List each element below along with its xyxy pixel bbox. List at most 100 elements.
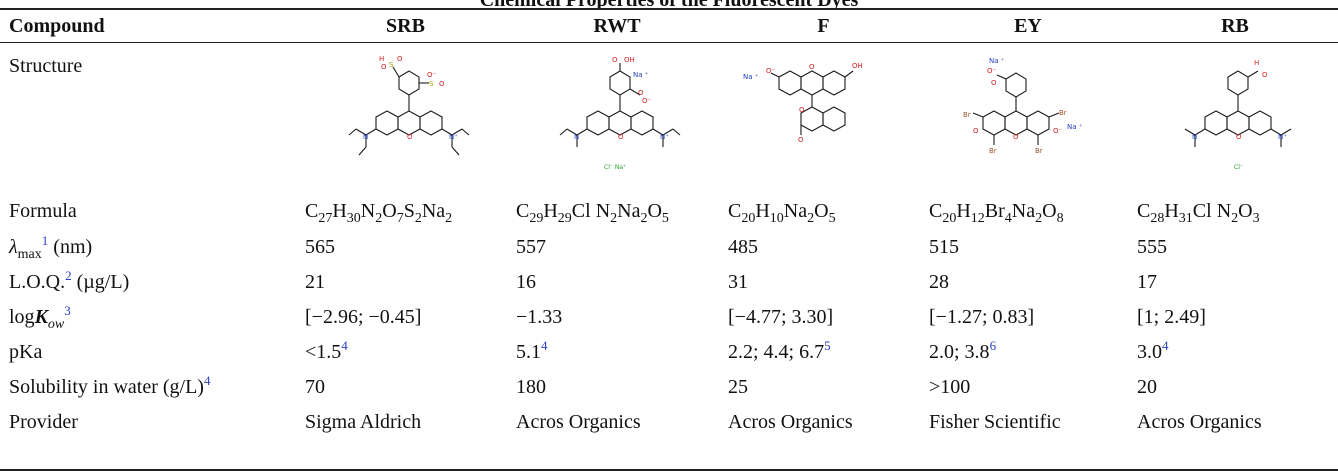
formula-element: Cl N xyxy=(1192,200,1232,222)
formula-subscript: 12 xyxy=(970,211,985,226)
svg-text:O⁻: O⁻ xyxy=(987,67,997,75)
svg-text:N⁺: N⁺ xyxy=(1278,133,1287,141)
lambda-f: 485 xyxy=(728,236,758,258)
pka-f: 2.2; 4.4; 6.75 xyxy=(728,338,831,363)
formula-subscript: 5 xyxy=(828,211,836,226)
loq-rwt: 16 xyxy=(516,271,536,293)
svg-text:O: O xyxy=(799,106,805,114)
formula-subscript: 30 xyxy=(346,211,361,226)
svg-text:O: O xyxy=(397,55,403,63)
pka-ey: 2.0; 3.86 xyxy=(929,338,997,363)
formula-element: Cl N xyxy=(571,200,611,222)
formula-element: Na xyxy=(421,200,446,222)
formula-element: Na xyxy=(783,200,808,222)
formula-rwt: C29H29Cl N2Na2O5 xyxy=(511,193,723,233)
formula-subscript: 2 xyxy=(1231,211,1239,226)
label-structure: Structure xyxy=(9,55,83,77)
loq-rb: 17 xyxy=(1137,271,1157,293)
solubility-f: 25 xyxy=(728,376,748,398)
svg-text:O⁻: O⁻ xyxy=(766,67,776,75)
svg-text:Na ⁺: Na ⁺ xyxy=(743,73,759,81)
formula-element: C xyxy=(516,200,530,222)
svg-text:Br: Br xyxy=(1035,147,1043,155)
svg-text:Br: Br xyxy=(1059,109,1067,117)
svg-text:H: H xyxy=(1254,59,1259,67)
svg-text:OH: OH xyxy=(624,56,635,64)
pka-srb: <1.54 xyxy=(305,338,348,363)
formula-element: C xyxy=(728,200,742,222)
svg-text:N: N xyxy=(1192,133,1197,141)
svg-text:N⁺: N⁺ xyxy=(660,133,669,141)
formula-subscript: 2 xyxy=(1035,211,1043,226)
svg-text:O⁻: O⁻ xyxy=(1053,127,1063,135)
formula-element: O xyxy=(647,200,662,222)
structure-rwt-image: O OH Na ⁺ O O⁻ O N N⁺ Cl⁻ Na⁺ xyxy=(559,56,681,171)
provider-f: Acros Organics xyxy=(728,411,853,433)
svg-text:O: O xyxy=(618,133,624,141)
formula-subscript: 7 xyxy=(396,211,404,226)
formula-element: C xyxy=(1137,200,1151,222)
svg-text:N⁺: N⁺ xyxy=(449,133,458,141)
row-pka: pKa <1.54 5.14 2.2; 4.4; 6.75 2.0; 3.86 … xyxy=(0,338,1338,373)
formula-element: H xyxy=(332,200,347,222)
formula-subscript: 28 xyxy=(1150,211,1165,226)
formula-element: O xyxy=(1238,200,1253,222)
svg-text:O⁻: O⁻ xyxy=(642,97,652,105)
svg-text:N: N xyxy=(574,133,579,141)
logkow-rb: [1; 2.49] xyxy=(1137,306,1206,328)
formula-subscript: 3 xyxy=(1252,211,1260,226)
footnote-3: 3 xyxy=(64,303,71,318)
formula-subscript: 2 xyxy=(375,211,383,226)
svg-text:Cl⁻ Na⁺: Cl⁻ Na⁺ xyxy=(604,164,626,171)
footnote-1: 1 xyxy=(41,233,49,248)
svg-text:Br: Br xyxy=(963,111,971,119)
formula-element: S xyxy=(403,200,415,222)
header-row: Compound SRB RWT F EY RB xyxy=(0,10,1338,42)
svg-text:O: O xyxy=(1262,71,1268,79)
structure-f: Na ⁺ O⁻ O OH O O xyxy=(723,42,924,193)
row-structure: Structure xyxy=(0,42,1338,193)
pka-rb: 3.04 xyxy=(1137,338,1169,363)
structure-ey: Na ⁺ O⁻ O Br Br O O O⁻ Na ⁺ Br Br xyxy=(924,42,1132,193)
lambda-srb: 565 xyxy=(305,236,335,258)
formula-element: Br xyxy=(984,200,1005,222)
svg-text:O: O xyxy=(407,133,413,141)
lambda-rb: 555 xyxy=(1137,236,1167,258)
loq-ey: 28 xyxy=(929,271,949,293)
structure-rwt: O OH Na ⁺ O O⁻ O N N⁺ Cl⁻ Na⁺ xyxy=(511,42,723,193)
formula-element: Na xyxy=(617,200,641,222)
svg-text:O: O xyxy=(991,79,997,87)
header-srb: SRB xyxy=(386,15,425,37)
solubility-ey: >100 xyxy=(929,376,971,398)
formula-subscript: 10 xyxy=(769,211,784,226)
loq-f: 31 xyxy=(728,271,748,293)
label-loq: L.O.Q.2 (µg/L) xyxy=(9,268,130,293)
pka-rwt: 5.14 xyxy=(516,338,548,363)
formula-subscript: 29 xyxy=(529,211,544,226)
formula-element: N xyxy=(360,200,376,222)
formula-rb: C28H31Cl N2O3 xyxy=(1132,193,1338,233)
solubility-srb: 70 xyxy=(305,376,325,398)
solubility-rb: 20 xyxy=(1137,376,1157,398)
svg-text:O: O xyxy=(973,127,979,135)
row-formula: Formula C27H30N2O7S2Na2 C29H29Cl N2Na2O5… xyxy=(0,193,1338,233)
row-logkow: logKow3 [−2.96; −0.45] −1.33 [−4.77; 3.3… xyxy=(0,303,1338,338)
svg-text:O: O xyxy=(638,89,644,97)
header-rb: RB xyxy=(1221,15,1249,37)
label-logkow: logKow3 xyxy=(9,303,71,332)
formula-subscript: 2 xyxy=(445,211,453,226)
provider-rwt: Acros Organics xyxy=(516,411,641,433)
svg-text:Cl⁻: Cl⁻ xyxy=(1234,164,1243,171)
logkow-rwt: −1.33 xyxy=(516,306,563,328)
footnote-2: 2 xyxy=(65,268,72,283)
label-lambda-max: λmax1 (nm) xyxy=(9,233,93,262)
lambda-ey: 515 xyxy=(929,236,959,258)
formula-subscript: 2 xyxy=(414,211,422,226)
label-provider: Provider xyxy=(9,411,78,433)
lambda-rwt: 557 xyxy=(516,236,546,258)
formula-element: O xyxy=(382,200,397,222)
row-loq: L.O.Q.2 (µg/L) 21 16 31 28 17 xyxy=(0,268,1338,303)
bottom-rule xyxy=(0,469,1338,471)
formula-element: Na xyxy=(1011,200,1036,222)
formula-subscript: 8 xyxy=(1056,211,1064,226)
